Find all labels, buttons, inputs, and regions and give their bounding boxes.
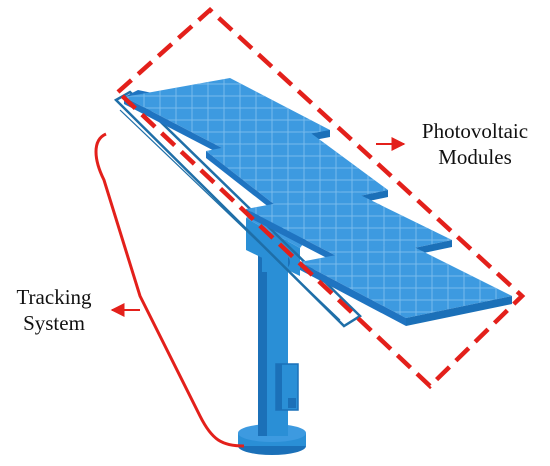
photovoltaic-label-line-1: Photovoltaic [421, 119, 529, 143]
photovoltaic-modules-label: Photovoltaic Modules [408, 118, 542, 170]
tracking-label-line-2: System [23, 311, 85, 335]
tracker-pole [258, 240, 299, 436]
pv-panel-4 [300, 242, 512, 326]
photovoltaic-panels [124, 78, 512, 326]
pv-modules-highlight [114, 6, 526, 390]
tracking-system-bracket [94, 132, 245, 448]
tracking-system-label: Tracking System [2, 284, 106, 336]
tracker-base [238, 424, 306, 455]
photovoltaic-label-line-2: Modules [438, 145, 512, 169]
pv-panel-1 [124, 78, 330, 157]
tracking-frame [113, 90, 363, 328]
tracking-label-line-1: Tracking [16, 285, 92, 309]
